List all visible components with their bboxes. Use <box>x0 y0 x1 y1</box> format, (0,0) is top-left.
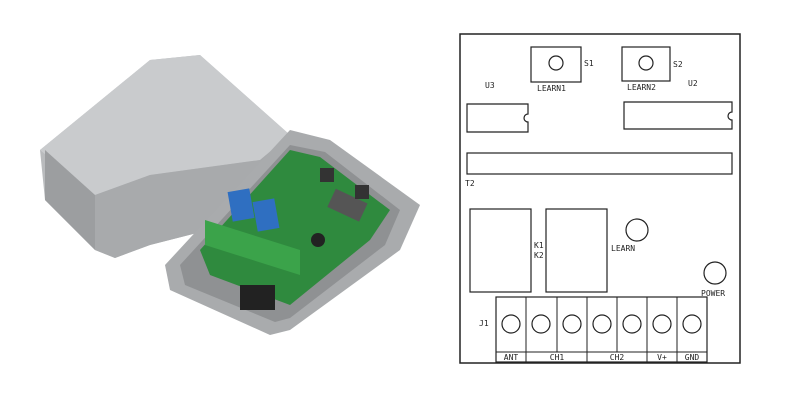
chip-u2 <box>623 101 733 130</box>
label-u3: U3 <box>485 81 495 90</box>
terminal-screw <box>531 314 551 334</box>
switch-s1-button <box>548 55 564 71</box>
terminal-block-j1 <box>495 296 708 363</box>
label-j1: J1 <box>479 319 489 328</box>
terminal-screw <box>501 314 521 334</box>
pcb <box>200 150 390 310</box>
switch-s2-button <box>638 55 654 71</box>
terminal-label-ch1: CH1 <box>550 353 565 362</box>
label-k1: K1 <box>534 241 544 250</box>
relay-k2 <box>545 208 608 293</box>
terminal-label-vplus: V+ <box>657 353 667 362</box>
label-s2: S2 <box>673 60 683 69</box>
label-learn: LEARN <box>611 244 635 253</box>
terminal-label-gnd: GND <box>685 353 700 362</box>
label-u2: U2 <box>688 79 698 88</box>
antenna-coil <box>240 285 275 310</box>
label-power: POWER <box>701 289 725 298</box>
terminal-block <box>205 220 300 275</box>
label-learn2: LEARN2 <box>627 83 656 92</box>
relay-1 <box>227 188 255 222</box>
product-photo <box>40 55 420 335</box>
label-k2: K2 <box>534 251 544 260</box>
terminal-label-ch2: CH2 <box>610 353 625 362</box>
label-learn1: LEARN1 <box>537 84 566 93</box>
case-lid <box>40 55 290 258</box>
label-t2: T2 <box>465 179 475 188</box>
power-led <box>703 261 727 285</box>
learn-led <box>625 218 649 242</box>
terminal-screw <box>622 314 642 334</box>
relay-k1 <box>469 208 532 293</box>
terminal-screw <box>592 314 612 334</box>
terminal-label-ant: ANT <box>504 353 519 362</box>
terminal-screw <box>682 314 702 334</box>
chip-u3 <box>466 103 529 133</box>
component-t2 <box>466 152 733 175</box>
terminal-screw <box>562 314 582 334</box>
label-s1: S1 <box>584 59 594 68</box>
terminal-screw <box>652 314 672 334</box>
relay-2 <box>252 198 280 232</box>
